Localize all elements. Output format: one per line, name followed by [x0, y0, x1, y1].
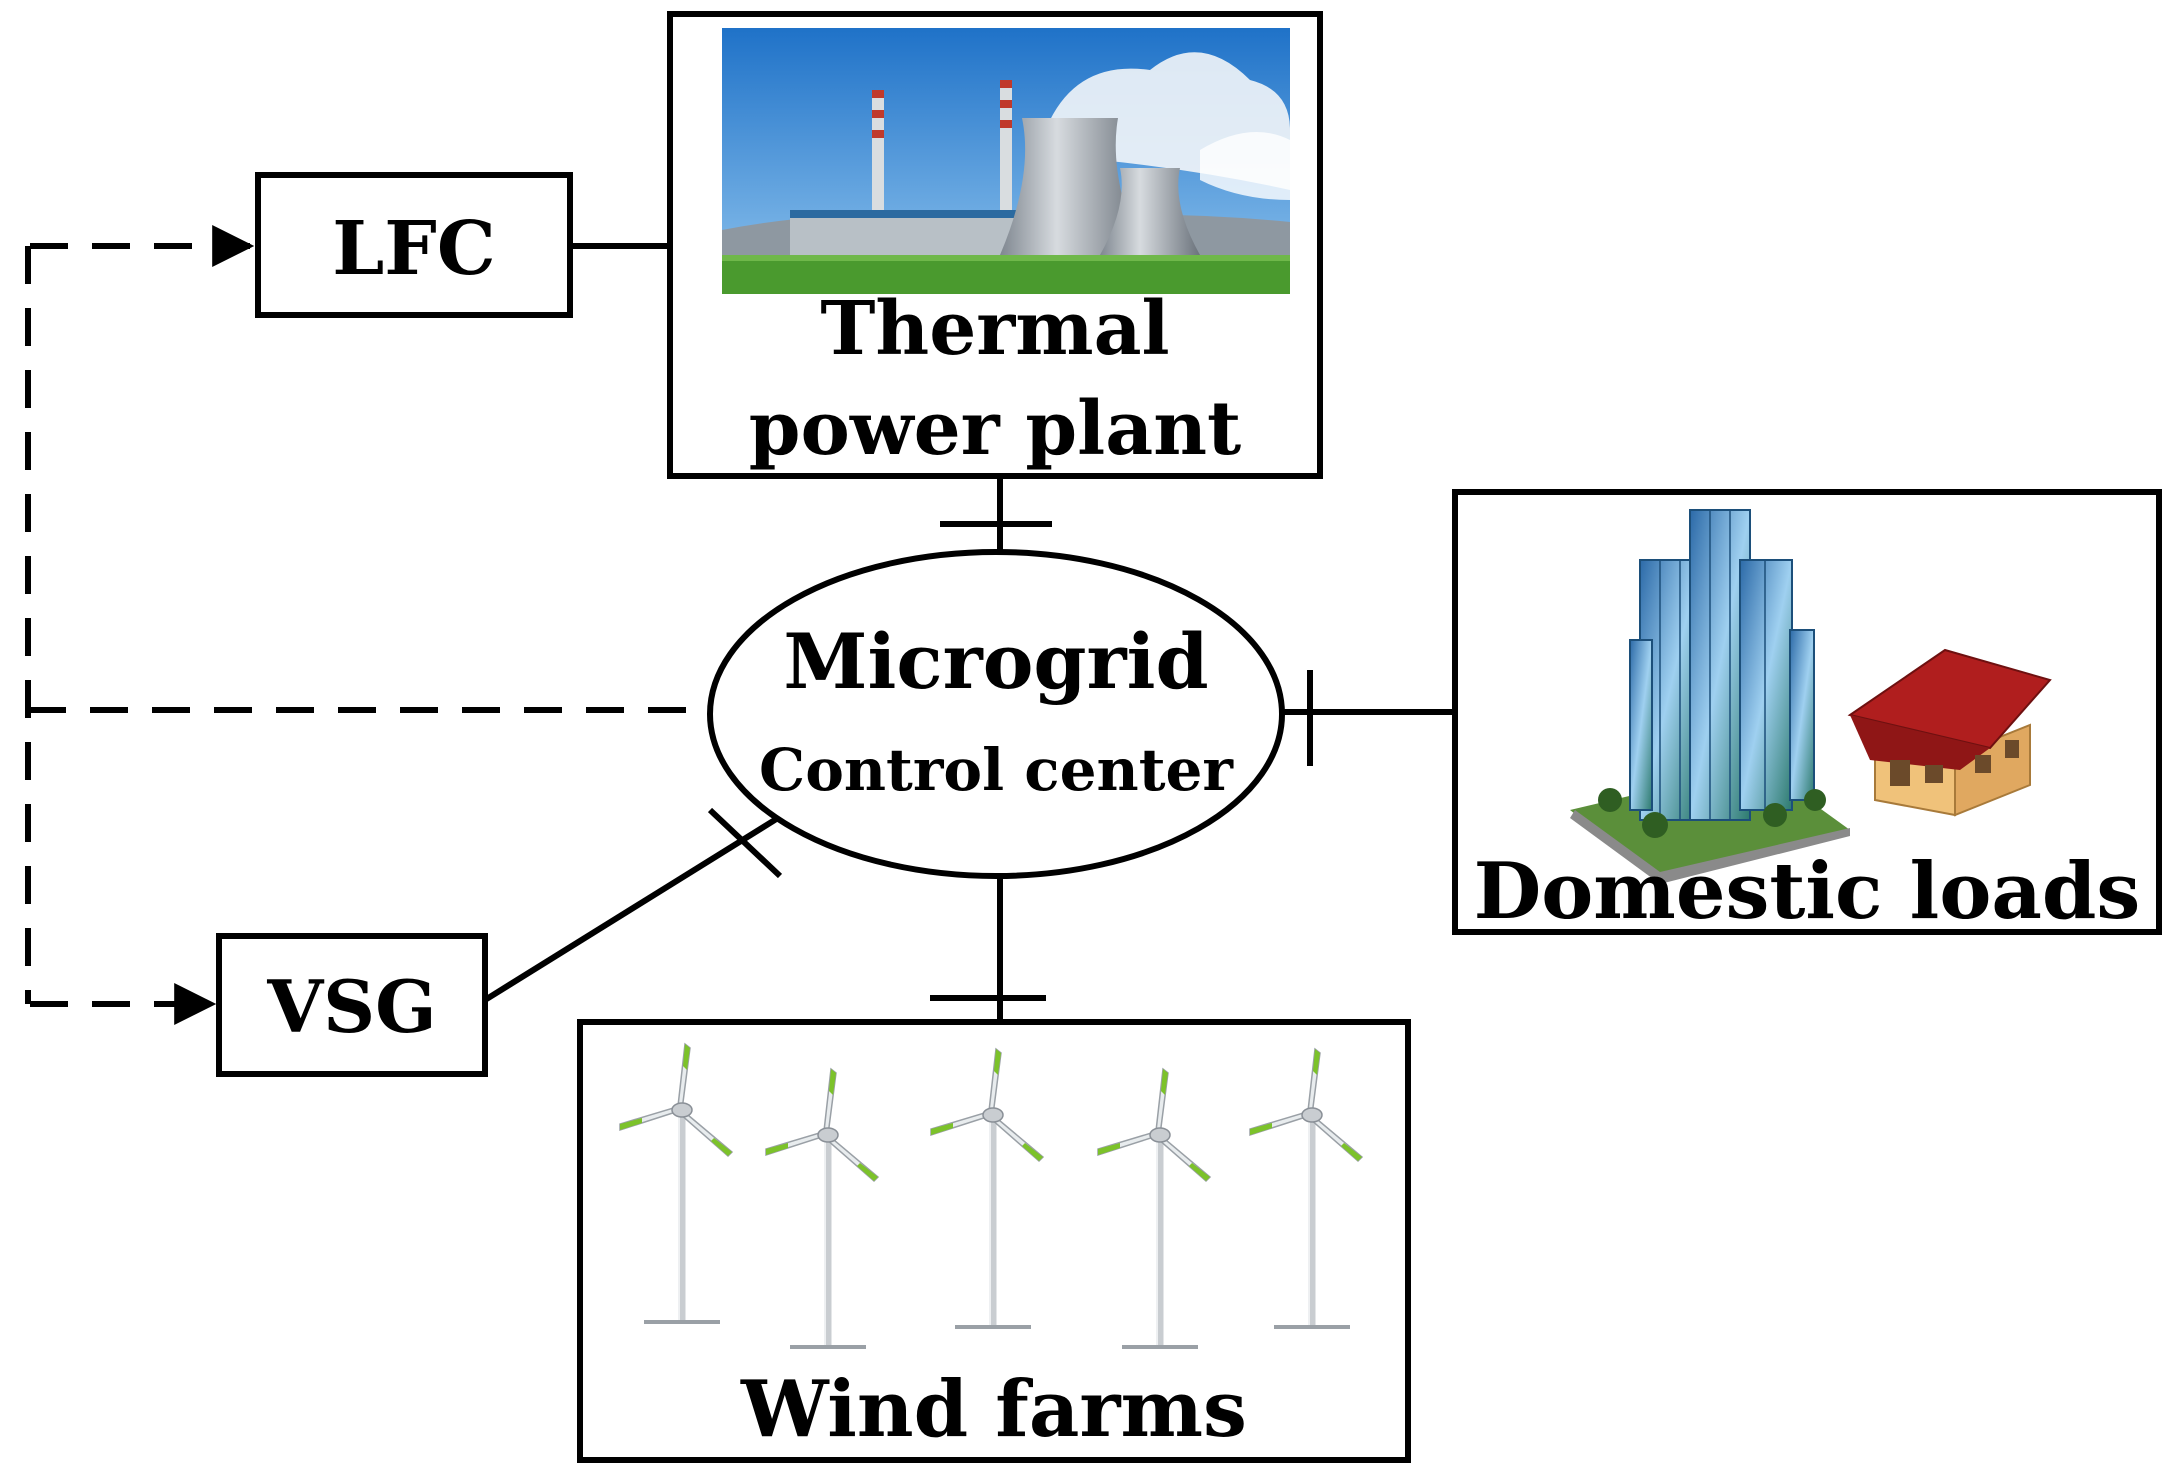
- thermal-plant-block[interactable]: Thermal power plant: [667, 11, 1323, 479]
- control-center-label-line1: Microgrid: [783, 617, 1208, 706]
- thermal-plant-label-line1: Thermal: [820, 286, 1169, 372]
- house-icon: [1847, 648, 2052, 817]
- control-center-node[interactable]: Microgrid Control center: [707, 549, 1285, 879]
- lfc-block[interactable]: LFC: [255, 172, 573, 318]
- thermal-plant-photo: [722, 28, 1290, 294]
- wind-farms-label: Wind farms: [740, 1364, 1247, 1455]
- vsg-label: VSG: [266, 964, 436, 1049]
- domestic-loads-label: Domestic loads: [1474, 846, 2141, 937]
- office-tower-icon: [1570, 509, 1850, 884]
- lfc-label: LFC: [332, 206, 495, 292]
- control-center-label-line2: Control center: [759, 736, 1234, 804]
- vsg-block[interactable]: VSG: [216, 933, 488, 1077]
- wind-farms-block[interactable]: Wind farms: [577, 1019, 1411, 1463]
- control-signal-lines: [25, 225, 710, 1025]
- connection-lines: [483, 243, 1455, 1022]
- domestic-loads-block[interactable]: Domestic loads: [1452, 489, 2162, 937]
- thermal-plant-label-line2: power plant: [749, 386, 1241, 472]
